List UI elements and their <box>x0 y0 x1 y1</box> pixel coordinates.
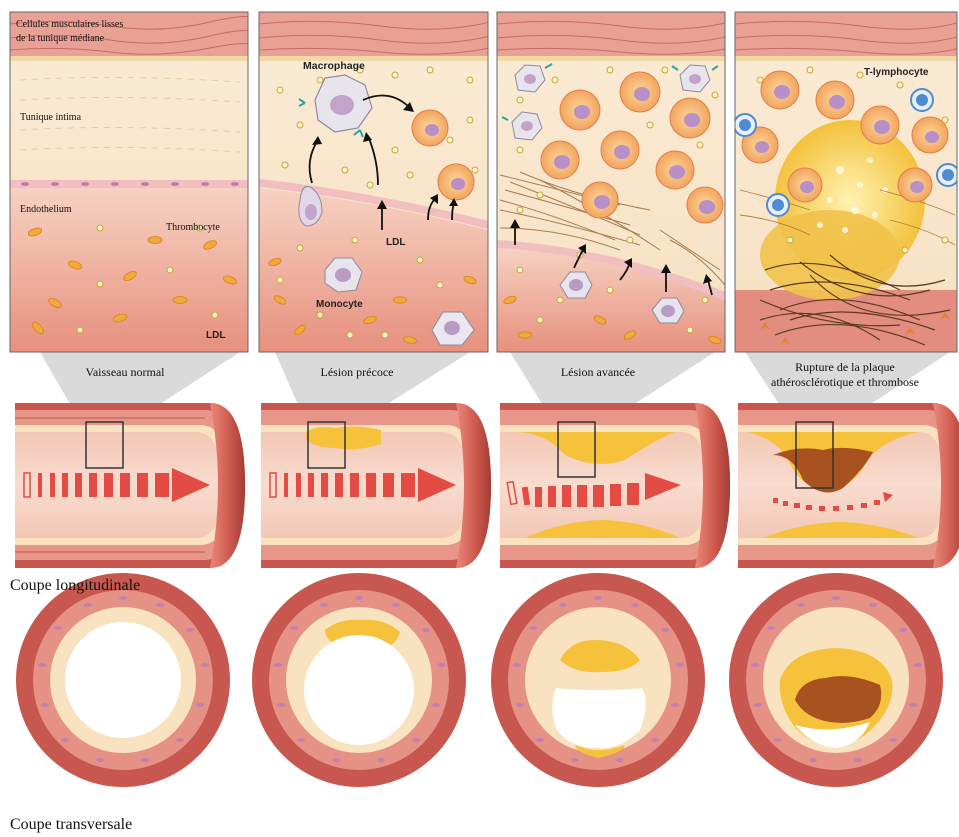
label-media-line1: Cellules musculaires lisses <box>16 19 123 30</box>
transverse-vessel-advanced <box>491 573 705 787</box>
section-title-transversal: Coupe transversale <box>10 816 132 833</box>
label-endothelium: Endothelium <box>20 204 72 215</box>
stage-label-rupture-line1: Rupture de la plaque <box>795 360 895 374</box>
stage-label-advanced: Lésion avancée <box>561 365 635 379</box>
stage-label-early: Lésion précoce <box>321 365 394 379</box>
longitudinal-vessel-early <box>261 403 491 568</box>
stage-label-normal: Vaisseau normal <box>86 365 166 379</box>
zoom-panel-advanced <box>497 12 730 352</box>
longitudinal-vessel-normal <box>15 403 245 568</box>
transverse-vessel-rupture <box>729 573 943 787</box>
section-title-longitudinal: Coupe longitudinale <box>10 577 140 594</box>
stage-label-rupture-line2: athérosclérotique et thrombose <box>771 375 919 389</box>
zoom-panel-early <box>259 12 490 352</box>
label-ldl-panel2: LDL <box>386 237 405 248</box>
longitudinal-vessel-advanced <box>500 403 730 568</box>
zoom-panel-normal <box>10 12 260 352</box>
label-ldl-panel1: LDL <box>206 330 225 341</box>
label-macrophage: Macrophage <box>303 60 365 72</box>
longitudinal-vessel-rupture <box>738 403 959 568</box>
label-t-lymphocyte: T-lymphocyte <box>864 67 929 78</box>
zoom-panel-rupture <box>734 12 959 352</box>
label-thrombocyte: Thrombocyte <box>166 222 220 233</box>
transverse-vessel-normal <box>16 573 230 787</box>
transverse-vessel-early <box>252 573 466 787</box>
label-intima: Tunique intima <box>20 112 82 123</box>
label-monocyte: Monocyte <box>316 299 363 310</box>
label-media-line2: de la tunique médiane <box>16 33 105 44</box>
